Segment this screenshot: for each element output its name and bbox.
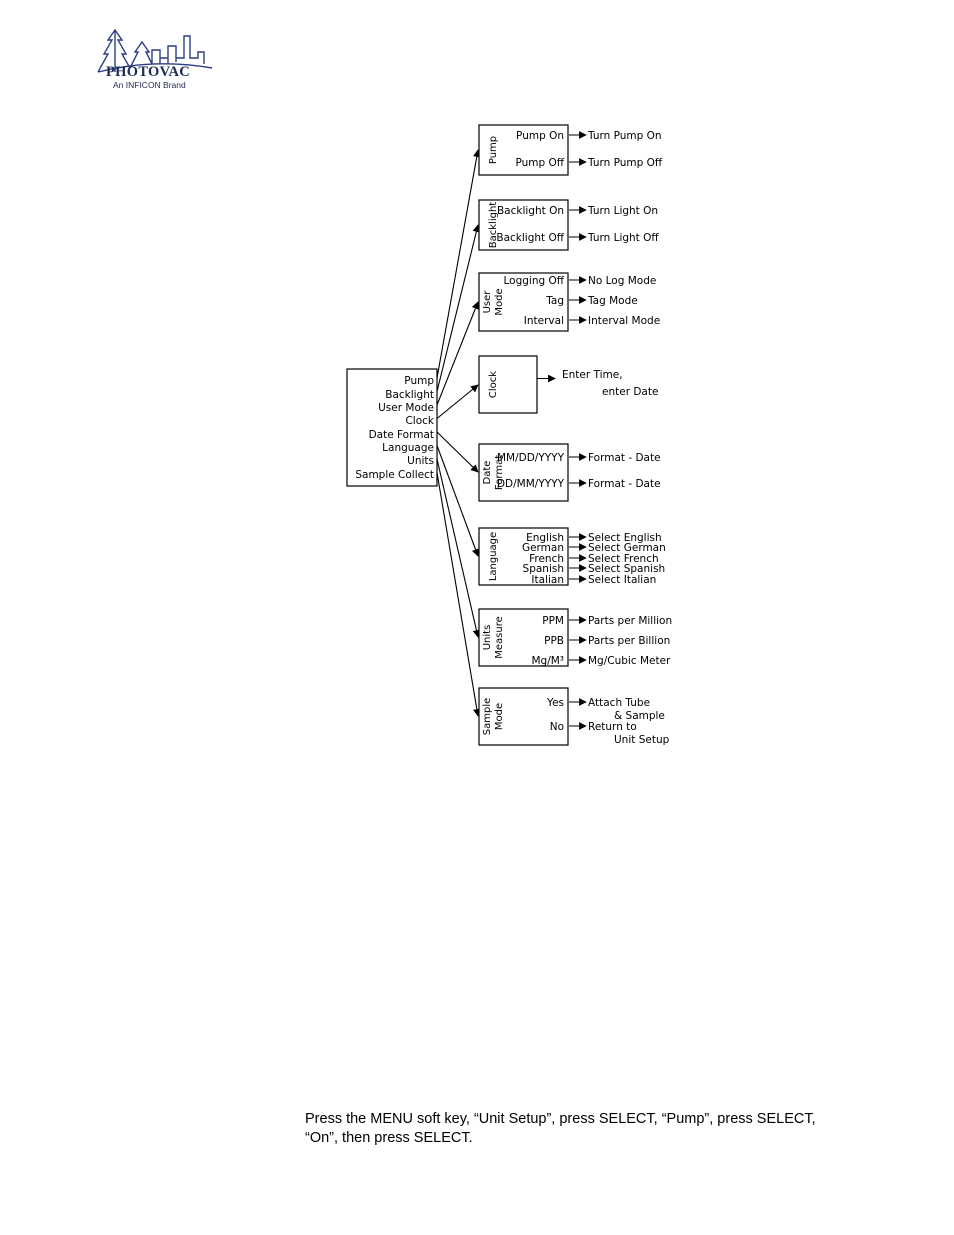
group-result: enter Date <box>602 386 658 398</box>
connector-line <box>436 384 479 419</box>
connector-line <box>436 431 479 473</box>
submenu-option: Pump On <box>516 130 564 142</box>
option-result: Select Italian <box>588 574 656 586</box>
submenu-group: Clock Enter Time, enter Date <box>478 355 658 414</box>
submenu-title: Clock <box>488 371 499 398</box>
connector-line <box>436 301 480 406</box>
submenu-title: Language <box>488 532 499 581</box>
submenu-option: PPB <box>544 635 564 647</box>
submenu-box <box>478 199 569 251</box>
submenu-option: Mg/M³ <box>531 655 564 667</box>
option-result: Parts per Million <box>588 615 672 627</box>
option-result: Select Spanish <box>588 563 665 575</box>
option-result: Format - Date <box>588 452 661 464</box>
submenu-title: Sample <box>482 698 493 736</box>
submenu-groups: Pump Pump On Turn Pump On Pump Off Turn Pump… <box>478 124 672 746</box>
skyline-icon <box>97 28 213 73</box>
root-menu-item: Date Format <box>369 429 434 441</box>
option-result: Mg/Cubic Meter <box>588 655 671 667</box>
submenu-title: Backlight <box>488 202 499 249</box>
option-result: Unit Setup <box>614 734 670 746</box>
submenu-option: Logging Off <box>504 275 565 287</box>
option-result: Return to <box>588 721 637 733</box>
option-result: Parts per Billion <box>588 635 670 647</box>
root-menu-item: Backlight <box>385 389 434 401</box>
submenu-option: Interval <box>524 315 564 327</box>
connector-line <box>436 224 481 392</box>
option-result: Select French <box>588 553 659 565</box>
option-result: Format - Date <box>588 478 661 490</box>
root-menu-item: Clock <box>405 415 434 427</box>
submenu-box <box>478 527 569 586</box>
submenu-box <box>478 608 569 667</box>
submenu-option: Tag <box>545 295 564 307</box>
option-result: Interval Mode <box>588 315 660 327</box>
root-menu-item: Units <box>407 455 434 467</box>
option-result: Turn Pump On <box>587 130 662 142</box>
submenu-title: Mode <box>494 288 505 315</box>
submenu-box <box>478 272 569 332</box>
submenu-title: Pump <box>488 136 499 164</box>
instruction-text: Press the MENU soft key, “Unit Setup”, p… <box>305 1111 816 1146</box>
connector-line <box>436 149 481 379</box>
option-result: Select English <box>588 532 662 544</box>
group-result: Enter Time, <box>562 369 623 381</box>
submenu-option: Backlight On <box>497 205 564 217</box>
submenu-title: User <box>482 290 493 314</box>
submenu-option: Pump Off <box>515 157 564 169</box>
option-result: Tag Mode <box>587 295 638 307</box>
submenu-option: MM/DD/YYYY <box>497 452 565 464</box>
submenu-title: Measure <box>494 616 505 659</box>
submenu-option: Italian <box>531 574 564 586</box>
photovac-logo: PHOTOVAC An INFICON Brand <box>94 28 224 92</box>
submenu-option: Spanish <box>523 563 564 575</box>
connector-lines <box>436 149 481 717</box>
submenu-option: English <box>526 532 564 544</box>
submenu-box <box>478 355 538 414</box>
submenu-option: DD/MM/YYYY <box>497 478 565 490</box>
submenu-option: German <box>522 542 564 554</box>
submenu-option: PPM <box>542 615 564 627</box>
submenu-title: Date <box>482 461 493 485</box>
submenu-option: Backlight Off <box>496 232 564 244</box>
submenu-option: Yes <box>546 697 564 709</box>
connector-line <box>436 458 481 638</box>
submenu-option: No <box>550 721 564 733</box>
option-result: Turn Light On <box>587 205 658 217</box>
submenu-option: French <box>529 553 564 565</box>
root-menu-item: Language <box>382 442 434 454</box>
submenu-box <box>478 443 569 502</box>
root-menu-item: Pump <box>404 375 434 387</box>
connector-line <box>436 445 480 557</box>
option-result: & Sample <box>614 710 665 722</box>
submenu-title: Units <box>482 625 493 651</box>
option-result: Turn Light Off <box>587 232 659 244</box>
connector-line <box>436 472 481 717</box>
submenu-box <box>478 687 569 746</box>
submenu-box <box>478 124 569 176</box>
option-result: Select German <box>588 542 666 554</box>
root-menu-item: Sample Collect <box>355 469 434 481</box>
option-result: No Log Mode <box>588 275 656 287</box>
logo-tagline: An INFICON Brand <box>113 80 186 90</box>
submenu-title: Mode <box>494 703 505 730</box>
option-result: Attach Tube <box>588 697 650 709</box>
logo-wordmark: PHOTOVAC <box>106 64 191 80</box>
submenu-group: Pump Pump On Turn Pump On Pump Off Turn Pump… <box>478 124 663 176</box>
submenu-title: Format <box>494 455 505 490</box>
root-menu-item: User Mode <box>378 402 434 414</box>
option-result: Turn Pump Off <box>587 157 663 169</box>
